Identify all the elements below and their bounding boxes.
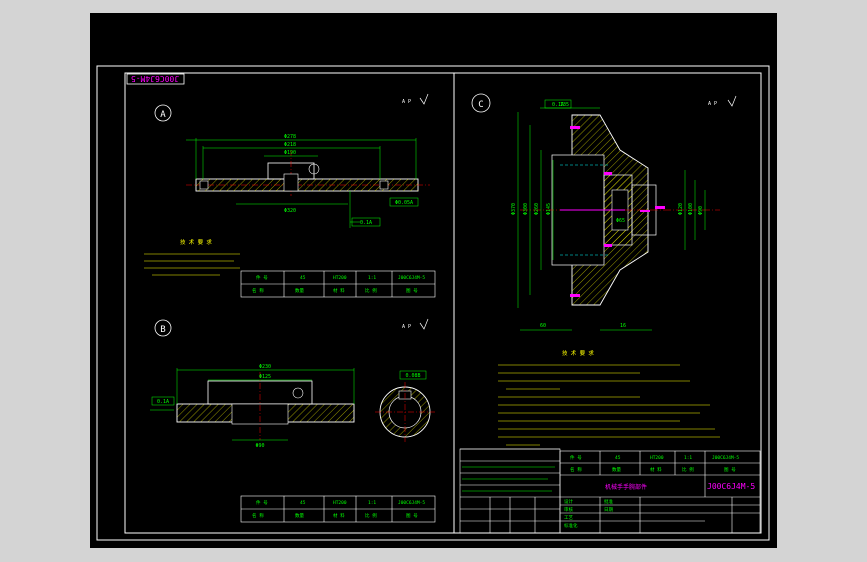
svg-text:日期: 日期 — [604, 507, 613, 513]
svg-text:审核: 审核 — [564, 506, 573, 513]
svg-text:Φ125: Φ125 — [259, 374, 271, 380]
view-b: B A P Φ230 Φ125 Φ90 0.1A 0.08B — [150, 318, 436, 523]
view-a: A A P Φ278 Φ218 Φ190 Φ320 0.1A — [144, 93, 436, 298]
svg-text:J00C6J4M-5: J00C6J4M-5 — [712, 455, 739, 461]
svg-text:Φ260: Φ260 — [534, 203, 540, 215]
view-label-a: A — [160, 110, 166, 120]
svg-text:0.08B: 0.08B — [405, 373, 420, 379]
roughness-mark-b: A P — [402, 324, 411, 330]
svg-text:0.1A: 0.1A — [157, 399, 169, 405]
svg-text:HT200: HT200 — [650, 455, 664, 461]
svg-text:件 号: 件 号 — [570, 454, 582, 461]
svg-text:Φ370: Φ370 — [511, 203, 517, 215]
svg-text:135: 135 — [560, 102, 569, 108]
svg-text:图 号: 图 号 — [406, 513, 418, 519]
svg-text:0.1A: 0.1A — [552, 102, 564, 108]
roughness-mark-a: A P — [402, 99, 411, 105]
svg-text:材 料: 材 料 — [333, 512, 345, 519]
svg-text:16: 16 — [620, 323, 626, 329]
title-part-name: 机械手手腕部件 — [605, 483, 647, 491]
svg-text:Φ120: Φ120 — [678, 203, 684, 215]
svg-text:标准化: 标准化 — [564, 522, 578, 529]
view-label-c: C — [478, 100, 483, 110]
svg-text:1:1: 1:1 — [368, 275, 376, 281]
svg-text:Φ145: Φ145 — [546, 203, 552, 215]
svg-text:比 例: 比 例 — [365, 512, 377, 519]
svg-text:Φ90: Φ90 — [255, 443, 264, 449]
svg-text:设计: 设计 — [564, 498, 573, 505]
svg-text:1:1: 1:1 — [368, 500, 376, 506]
stamp-number: J00C6J4M-5 — [131, 74, 179, 83]
svg-text:名 称: 名 称 — [252, 287, 264, 294]
svg-text:数量: 数量 — [612, 466, 621, 473]
svg-text:1:1: 1:1 — [684, 455, 692, 461]
svg-text:数量: 数量 — [295, 287, 304, 294]
svg-text:名 称: 名 称 — [252, 512, 264, 519]
svg-text:45: 45 — [300, 500, 306, 506]
svg-text:Φ90: Φ90 — [698, 206, 704, 215]
svg-text:Φ100: Φ100 — [688, 203, 694, 215]
svg-text:Φ230: Φ230 — [259, 364, 271, 370]
svg-text:图 号: 图 号 — [724, 467, 736, 473]
svg-text:技 术 要 求: 技 术 要 求 — [180, 238, 212, 246]
svg-text:工艺: 工艺 — [564, 515, 573, 521]
title-number: J00C6J4M-5 — [707, 482, 755, 491]
svg-text:批准: 批准 — [604, 498, 613, 505]
svg-text:45: 45 — [300, 275, 306, 281]
svg-text:0.1A: 0.1A — [360, 220, 372, 226]
roughness-mark-c: A P — [708, 101, 717, 107]
svg-text:J00C6J4M-5: J00C6J4M-5 — [398, 275, 425, 281]
view-c: C A P — [459, 93, 761, 534]
svg-text:Φ190: Φ190 — [284, 150, 296, 156]
svg-text:45: 45 — [615, 455, 621, 461]
svg-text:件 号: 件 号 — [256, 274, 268, 281]
svg-text:名 称: 名 称 — [570, 466, 582, 473]
svg-text:数量: 数量 — [295, 512, 304, 519]
svg-text:技 术 要 求: 技 术 要 求 — [562, 349, 594, 357]
svg-text:Φ218: Φ218 — [284, 142, 296, 148]
svg-text:图 号: 图 号 — [406, 288, 418, 294]
svg-text:Φ0.05A: Φ0.05A — [395, 200, 413, 206]
svg-text:J00C6J4M-5: J00C6J4M-5 — [398, 500, 425, 506]
svg-text:HT200: HT200 — [333, 500, 347, 506]
svg-text:材 料: 材 料 — [650, 466, 662, 473]
svg-text:Φ278: Φ278 — [284, 134, 296, 140]
svg-text:Φ320: Φ320 — [284, 208, 296, 214]
svg-text:比 例: 比 例 — [365, 287, 377, 294]
drawing-frames — [96, 65, 770, 541]
svg-text:材 料: 材 料 — [333, 287, 345, 294]
svg-text:Φ300: Φ300 — [523, 203, 529, 215]
stamp-box: J00C6J4M-5 — [126, 73, 185, 85]
svg-text:60: 60 — [540, 323, 546, 329]
svg-text:件 号: 件 号 — [256, 499, 268, 506]
cad-viewport[interactable] — [90, 13, 777, 548]
svg-text:HT200: HT200 — [333, 275, 347, 281]
view-label-b: B — [160, 325, 165, 335]
svg-text:Φ65: Φ65 — [616, 218, 625, 224]
svg-text:比 例: 比 例 — [682, 466, 694, 473]
